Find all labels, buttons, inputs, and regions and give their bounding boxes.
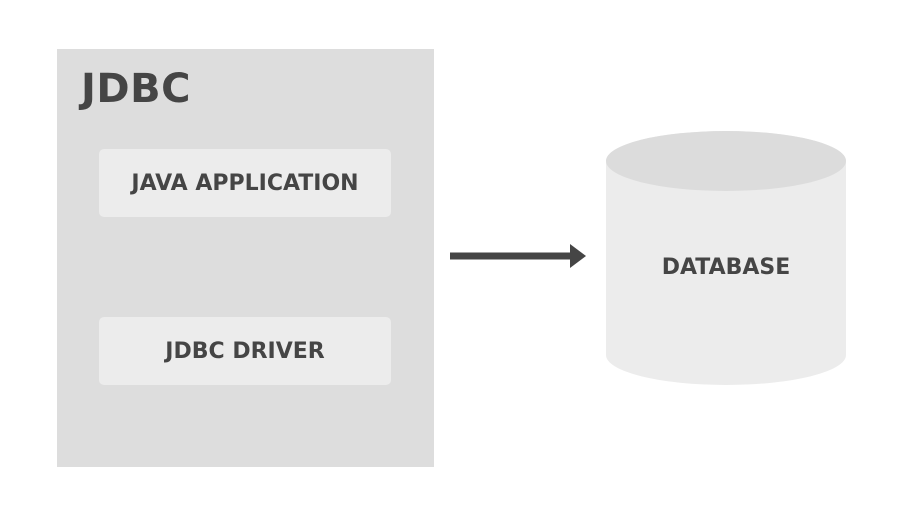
java-application-box: JAVA APPLICATION <box>99 149 391 217</box>
database-cylinder <box>606 131 846 385</box>
arrow-head <box>570 244 586 268</box>
jdbc-driver-box: JDBC DRIVER <box>99 317 391 385</box>
arrow-to-database <box>450 244 586 268</box>
cylinder-top <box>606 131 846 191</box>
database-label: DATABASE <box>661 255 791 280</box>
java-application-label: JAVA APPLICATION <box>131 170 359 196</box>
jdbc-container: JDBC JAVA APPLICATION JDBC DRIVER <box>57 49 434 467</box>
jdbc-driver-label: JDBC DRIVER <box>165 338 325 364</box>
cylinder-body <box>606 131 846 385</box>
jdbc-title: JDBC <box>81 66 191 112</box>
